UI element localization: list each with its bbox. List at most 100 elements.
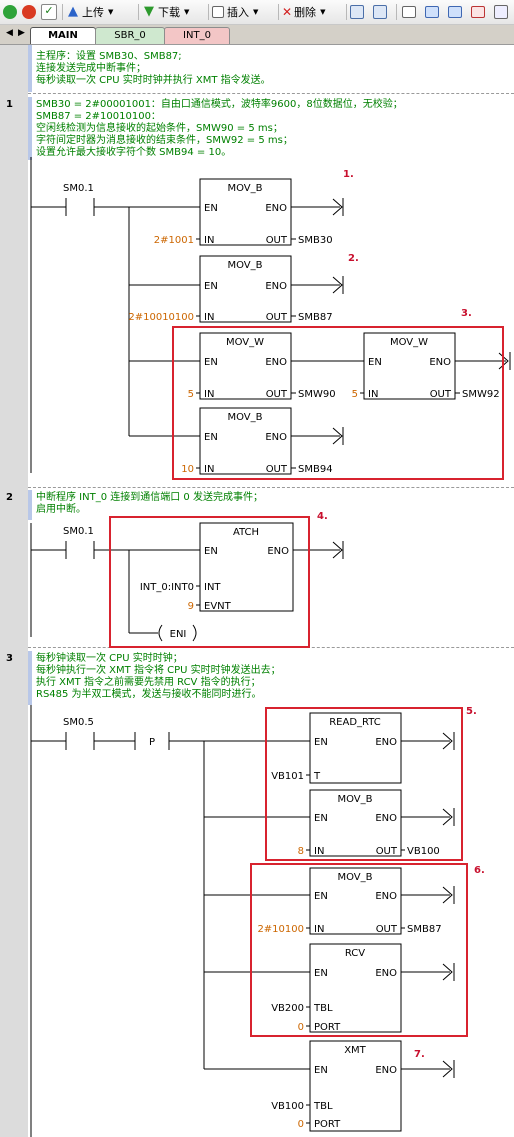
comment-line: 空闲线检测为信息接收的起始条件，SMW90 = 5 ms； (36, 123, 283, 134)
network-1-marker (28, 97, 32, 160)
scroll-right-icon[interactable]: ▶ (18, 28, 25, 38)
eno-pin-label: ENO (375, 968, 397, 979)
operand-out[interactable]: SMB30 (298, 235, 333, 246)
insert-button[interactable]: 插入 ▼ (212, 3, 258, 21)
atch-block[interactable] (199, 522, 294, 612)
output-arrow-icon (332, 276, 343, 294)
in-pin-label: IN (204, 464, 214, 475)
operand-tbl[interactable]: VB200 (271, 1003, 304, 1014)
download-button[interactable]: ▼ 下载 ▼ (142, 3, 189, 21)
in-pin-label: IN (314, 924, 324, 935)
comment-line: 字符间定时器为消息接收的结束条件，SMW92 = 5 ms； (36, 135, 293, 146)
properties-button[interactable] (494, 3, 508, 21)
check-icon: ✓ (41, 4, 57, 20)
operand-out[interactable]: SMW92 (462, 389, 500, 400)
operand-int[interactable]: INT_0:INT0 (140, 582, 194, 593)
output-arrow-icon (442, 808, 453, 826)
tab-int-0[interactable]: INT_0 (164, 27, 230, 44)
output-arrow-icon (332, 427, 343, 445)
out-pin-label: OUT (266, 389, 288, 400)
operand-port[interactable]: 0 (298, 1119, 304, 1130)
comment-line: 启用中断。 (36, 504, 86, 515)
operand-in[interactable]: 2#1001 (154, 235, 194, 246)
undo-button[interactable] (425, 3, 439, 21)
mov-b-block[interactable] (199, 178, 292, 246)
out-pin-label: OUT (430, 389, 452, 400)
upload-label: 上传 (82, 6, 104, 19)
operand-out[interactable]: SMB87 (407, 924, 442, 935)
block-name: READ_RTC (329, 717, 381, 728)
insert-dropdown-icon[interactable]: ▼ (253, 8, 259, 16)
cross-reference-icon (373, 5, 387, 19)
operand-out[interactable]: SMB94 (298, 464, 333, 475)
network-view-button[interactable] (350, 3, 364, 21)
ladder-editor[interactable]: 主程序：设置 SMB30、SMB87; 连接发送完成中断事件； 每秒读取一次 C… (0, 45, 514, 1137)
tab-main[interactable]: MAIN (30, 27, 96, 44)
undo-icon (425, 6, 439, 18)
output-arrow-icon (332, 198, 343, 216)
upload-button[interactable]: ▲ 上传 ▼ (66, 3, 113, 21)
tab-int-label: INT_0 (183, 30, 211, 41)
in-pin-label: IN (368, 389, 378, 400)
tab-sbr-0[interactable]: SBR_0 (95, 27, 165, 44)
operand-in[interactable]: 5 (188, 389, 194, 400)
upload-dropdown-icon[interactable]: ▼ (108, 8, 114, 16)
operand-in[interactable]: 2#10100 (257, 924, 304, 935)
run-icon (3, 5, 17, 19)
eni-coil-label[interactable]: ENI (170, 629, 187, 640)
mov-w-block[interactable] (199, 332, 292, 400)
delete-dropdown-icon[interactable]: ▼ (320, 8, 326, 16)
highlight-box (109, 516, 310, 648)
highlight-box (265, 707, 463, 861)
operand-t[interactable]: VB101 (271, 771, 304, 782)
network-separator (28, 487, 514, 488)
en-pin-label: EN (204, 281, 218, 292)
box-button[interactable] (402, 3, 416, 21)
rcv-block[interactable] (309, 943, 402, 1033)
comment-line: 每秒读取一次 CPU 实时时钟并执行 XMT 指令发送。 (36, 75, 271, 86)
redo-button[interactable] (448, 3, 462, 21)
download-dropdown-icon[interactable]: ▼ (184, 8, 190, 16)
mov-b-block[interactable] (199, 255, 292, 323)
operand-out[interactable]: SMB87 (298, 312, 333, 323)
close-window-icon (471, 6, 485, 18)
network-gutter (0, 45, 28, 1137)
en-pin-label: EN (204, 203, 218, 214)
scroll-left-icon[interactable]: ◀ (6, 28, 13, 38)
network-1-ladder: SM0.1 MOV_B EN ENO IN OUT 2#1001 SMB30 M… (31, 169, 511, 480)
operand-in[interactable]: 2#10010100 (128, 312, 194, 323)
eno-pin-label: ENO (265, 281, 287, 292)
close-window-button[interactable] (471, 3, 485, 21)
stop-button[interactable] (22, 3, 36, 21)
download-label: 下载 (158, 6, 180, 19)
insert-icon (212, 6, 224, 18)
operand-port[interactable]: 0 (298, 1022, 304, 1033)
operand-tbl[interactable]: VB100 (271, 1101, 304, 1112)
mov-w-block[interactable] (363, 332, 456, 400)
comment-line: 每秒钟执行一次 XMT 指令将 CPU 实时时钟发送出去； (36, 665, 281, 676)
operand-in[interactable]: 8 (298, 846, 304, 857)
cross-reference-button[interactable] (373, 3, 387, 21)
en-pin-label: EN (314, 968, 328, 979)
operand-out[interactable]: SMW90 (298, 389, 336, 400)
tbl-pin-label: TBL (313, 1003, 333, 1014)
program-tab-bar: ◀ ▶ MAIN SBR_0 INT_0 (0, 25, 514, 45)
mov-b-block[interactable] (309, 867, 402, 935)
compile-button[interactable]: ✓ (41, 3, 57, 21)
mov-b-block[interactable] (309, 789, 402, 857)
xmt-block[interactable] (309, 1040, 402, 1132)
delete-button[interactable]: ✕ 删除 ▼ (282, 3, 325, 21)
highlight-box (172, 326, 504, 480)
operand-in[interactable]: 10 (181, 464, 194, 475)
en-pin-label: EN (204, 546, 218, 557)
delete-icon: ✕ (282, 5, 293, 19)
operand-out[interactable]: VB100 (407, 846, 440, 857)
mov-b-block[interactable] (199, 407, 292, 475)
output-arrow-icon (332, 541, 343, 559)
operand-evnt[interactable]: 9 (188, 601, 194, 612)
operand-in[interactable]: 5 (352, 389, 358, 400)
run-button[interactable] (3, 3, 17, 21)
edge-label: P (149, 737, 155, 748)
en-pin-label: EN (314, 737, 328, 748)
read-rtc-block[interactable] (309, 712, 402, 784)
